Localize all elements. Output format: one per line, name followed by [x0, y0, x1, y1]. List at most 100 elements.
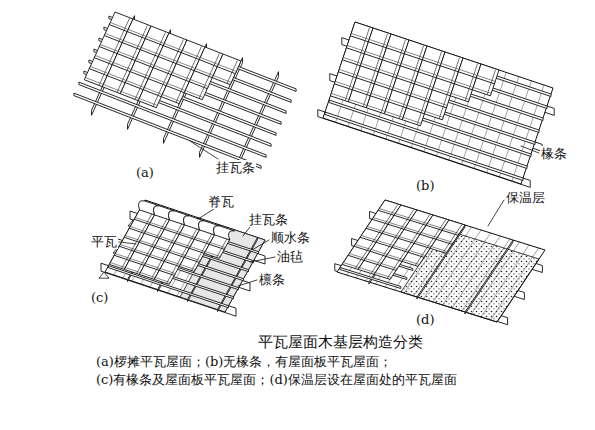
tile-lip [114, 63, 130, 69]
tile-lip [219, 65, 235, 71]
tile-lip [136, 218, 150, 223]
tile-lip [478, 76, 494, 81]
part-label: 油毡 [276, 249, 304, 264]
tile-batten [79, 82, 266, 157]
ridge-tile [213, 226, 234, 240]
tile-lip [163, 95, 179, 101]
tile-lip [366, 259, 380, 264]
tile-lip [350, 100, 366, 105]
tile-lip [132, 70, 148, 76]
tile-batten [109, 16, 296, 91]
tile-lip [402, 64, 418, 69]
tile-lip [131, 259, 145, 264]
leader-line [243, 227, 250, 236]
leader-line [252, 240, 269, 250]
tile-lip [126, 268, 140, 273]
tile-lip [129, 30, 145, 36]
tile-lip [372, 94, 388, 99]
tile-batten [104, 27, 291, 102]
leader-line [250, 257, 275, 262]
tile-lip [111, 263, 125, 268]
tile-lip [186, 91, 202, 97]
tile-lip [176, 242, 190, 247]
tile-lip [460, 70, 476, 75]
tile-lip [420, 70, 436, 75]
tile-lip [362, 64, 378, 69]
caption-line: (a)椤摊平瓦屋面；(b)无椽条，有屋面板平瓦屋面； [95, 354, 393, 369]
tile-lip [388, 46, 404, 51]
tile-lip [126, 236, 140, 241]
tile-lip [127, 81, 143, 87]
part-label: 顺水条 [270, 230, 311, 245]
tile-lip [434, 88, 450, 93]
part-label: 挂瓦条 [215, 160, 256, 175]
tile-lip [406, 228, 420, 233]
tile-batten [349, 40, 547, 109]
tile-lip [96, 56, 112, 62]
tile-lip [171, 251, 185, 256]
tile-batten [341, 64, 539, 133]
tile-batten [337, 76, 535, 145]
tile-lip [166, 260, 180, 265]
tile-lip [151, 255, 165, 259]
tile-lip [178, 62, 194, 68]
tile-lip [384, 232, 398, 237]
part-label: (c) [90, 290, 109, 305]
tile-lip [214, 76, 230, 82]
tile-lip [456, 82, 472, 87]
tile-lip [428, 224, 442, 229]
tile-lip [412, 94, 428, 99]
tile-lip [131, 227, 145, 232]
part-label: 保温层 [505, 190, 546, 205]
tile-lip [474, 88, 490, 93]
tile-lip [376, 82, 392, 87]
tile-lip [124, 41, 140, 47]
tile-lip [350, 254, 364, 258]
tile-lip [388, 255, 402, 259]
tile-batten [325, 112, 523, 181]
tile-lip [155, 66, 171, 72]
tile-lip [370, 40, 386, 45]
tile-lip [160, 55, 176, 61]
tile-lip [104, 85, 120, 91]
leader-line [190, 141, 218, 159]
tile-lip [109, 74, 125, 80]
tile-batten [353, 28, 551, 97]
tile-lip [146, 264, 160, 269]
caption-line: (c)有椽条及屋面板平瓦屋面；(d)保温层设在屋面处的平瓦屋面 [95, 372, 458, 387]
tile-lip [426, 112, 442, 117]
tile-lip [438, 76, 454, 81]
tile-lip [181, 233, 195, 238]
tile-lip [161, 269, 175, 274]
tile-lip [191, 80, 207, 86]
tile-lip [201, 58, 217, 64]
tile-lip [404, 118, 420, 123]
tile-lip [372, 250, 386, 255]
tile-lip [376, 273, 390, 278]
tile-lip [368, 106, 384, 111]
tile-lip [142, 48, 158, 54]
tile-lip [181, 265, 195, 270]
part-label: 挂瓦条 [248, 212, 289, 227]
tile-lip [141, 273, 155, 278]
leader-line [198, 209, 214, 219]
tile-lip [116, 254, 130, 258]
tile-lip [416, 82, 432, 87]
tile-lip [394, 246, 408, 251]
tile-lip [386, 112, 402, 117]
tile-lip [166, 228, 180, 233]
tile-lip [196, 238, 210, 243]
insulation-layer [401, 229, 539, 322]
tile-lip [412, 219, 426, 224]
tile-lip [137, 59, 153, 65]
tile-lip [382, 264, 396, 269]
tile-lip [165, 44, 181, 50]
part-label: (d) [415, 312, 435, 327]
leader-line [238, 280, 257, 286]
tile-lip [390, 223, 404, 228]
tile-lip [422, 233, 436, 238]
tile-lip [332, 94, 348, 99]
tile-lip [368, 227, 382, 232]
tile-batten [139, 212, 259, 254]
tile-lip [362, 236, 376, 241]
